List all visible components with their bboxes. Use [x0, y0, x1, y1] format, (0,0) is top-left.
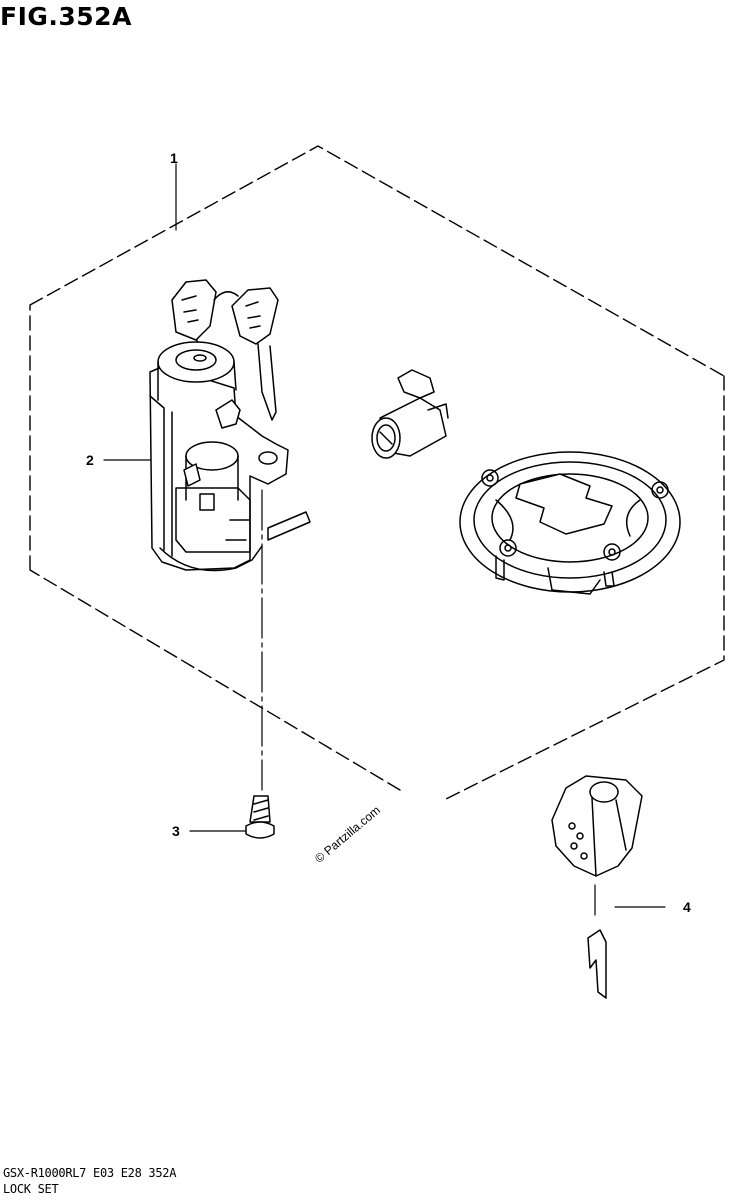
ignition-switch — [149, 279, 311, 572]
kit-boundary — [29, 145, 725, 801]
callout-4: 4 — [683, 899, 691, 915]
screw — [245, 795, 275, 839]
key-cylinder — [371, 369, 449, 459]
callout-3: 3 — [172, 823, 180, 839]
footer-model-code: GSX-R1000RL7 E03 E28 352A — [3, 1166, 177, 1180]
fuel-tank-cap — [459, 451, 681, 595]
callout-2: 2 — [86, 452, 94, 468]
footer-assembly-name: LOCK SET — [3, 1182, 59, 1196]
figure-title: FIG.352A — [0, 2, 132, 31]
callout-1: 1 — [170, 150, 178, 166]
key — [551, 775, 643, 999]
